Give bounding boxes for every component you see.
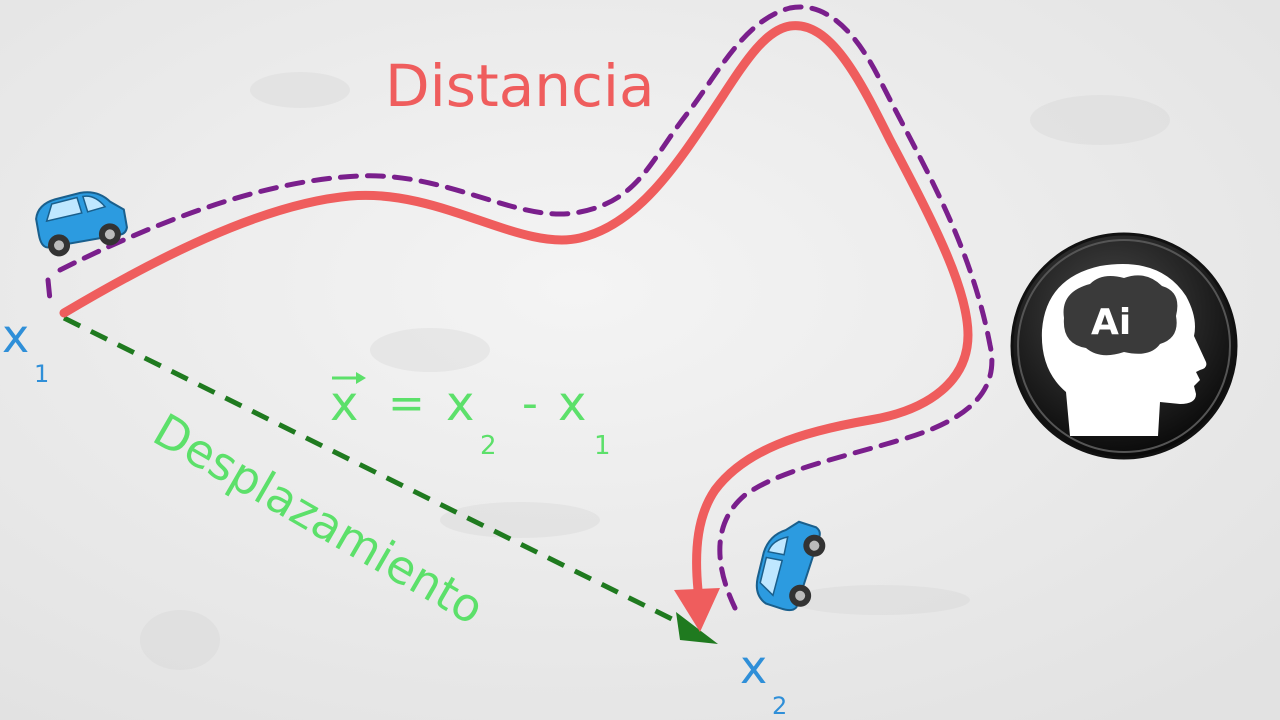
start-point-label: x <box>2 309 29 363</box>
distance-path <box>59 21 973 595</box>
start-point-subscript: 1 <box>34 360 49 388</box>
vector-arrowhead <box>356 372 366 384</box>
end-point-subscript: 2 <box>772 692 787 720</box>
formula-term2-sub: 1 <box>594 431 611 461</box>
displacement-arrowhead <box>676 612 718 644</box>
displacement-formula: x = x 2 - x 1 <box>330 372 611 461</box>
path-outline-dashed <box>45 4 995 611</box>
displacement-line <box>62 315 692 631</box>
paper-texture <box>140 72 1170 670</box>
distance-label: Distancia <box>385 52 655 120</box>
distance-arrowhead <box>674 588 720 632</box>
formula-term2: x <box>558 376 586 432</box>
formula-vector: x <box>330 376 358 432</box>
formula-minus: - <box>522 378 538 429</box>
end-point-label: x <box>740 640 767 694</box>
ai-head-logo: Ai <box>1010 232 1238 460</box>
ai-logo-text: Ai <box>1091 302 1131 343</box>
car-start-icon <box>35 191 128 257</box>
formula-term1: x <box>446 376 474 432</box>
formula-term1-sub: 2 <box>480 431 497 461</box>
brain-icon <box>1063 275 1178 356</box>
car-end-icon <box>755 520 826 612</box>
formula-equals: = <box>388 378 425 429</box>
